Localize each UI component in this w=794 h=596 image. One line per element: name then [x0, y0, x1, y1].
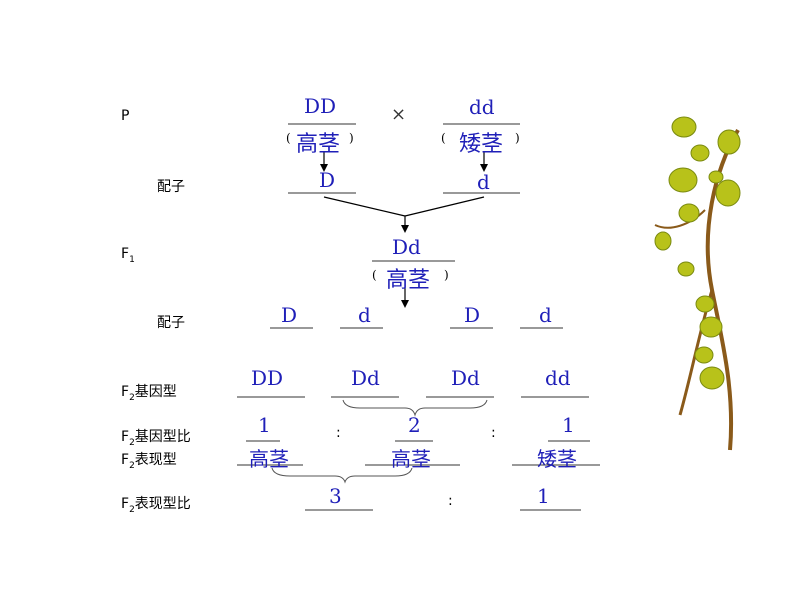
parent-left-phenotype: 高茎	[296, 132, 341, 157]
f2-genotype: Dd	[451, 366, 480, 390]
parent-left-genotype: DD	[304, 94, 337, 118]
vine-decoration	[654, 116, 741, 451]
braces	[271, 399, 488, 484]
f2-genotype: DD	[251, 366, 284, 390]
paren-close: )	[349, 131, 354, 145]
paren-open: (	[286, 131, 291, 145]
f2-genotype-ratio-value: 1	[562, 413, 575, 437]
f2-genotype-ratio-label: F2基因型比	[121, 429, 191, 448]
paren-open: (	[372, 268, 377, 282]
answer-underlines	[237, 123, 600, 511]
arrow-heads	[320, 164, 488, 308]
p-label: P	[121, 108, 130, 124]
f2-phenotype-ratio-value: 1	[537, 484, 550, 508]
paren-close: )	[444, 268, 449, 282]
f2-genotype-ratio-value: 2	[408, 413, 421, 437]
f2-phenotype-ratio-value: 3	[329, 484, 342, 508]
f1-gamete: d	[358, 303, 371, 327]
f1-gamete: d	[539, 303, 552, 327]
f2-phenotype: 高茎	[391, 447, 431, 471]
ratio-colon: :	[448, 493, 453, 509]
parent-gamete-label: 配子	[157, 179, 185, 195]
parent-right-phenotype: 矮茎	[459, 132, 504, 157]
ratio-colon: :	[336, 425, 341, 441]
paren-open: (	[441, 131, 446, 145]
f2-genotype: dd	[545, 366, 571, 390]
cross-arrows	[323, 152, 485, 301]
ratio-colon: :	[491, 425, 496, 441]
f1-gamete-label: 配子	[157, 315, 185, 331]
f2-genotype-ratio-value: 1	[258, 413, 271, 437]
paren-close: )	[515, 131, 520, 145]
parent-gamete-right: d	[477, 170, 490, 194]
f1-gamete: D	[464, 303, 481, 327]
f2-genotype-label: F2基因型	[121, 384, 177, 403]
cross-symbol: ×	[391, 104, 407, 125]
f2-phenotype: 矮茎	[537, 447, 577, 471]
f2-phenotype-label: F2表现型	[121, 452, 177, 471]
f2-phenotype-ratio-label: F2表现型比	[121, 496, 191, 515]
f1-label: F1	[121, 246, 135, 265]
f2-phenotype: 高茎	[249, 447, 289, 471]
f1-gamete: D	[281, 303, 298, 327]
f1-genotype: Dd	[392, 235, 421, 259]
f2-genotype: Dd	[351, 366, 380, 390]
parent-right-genotype: dd	[469, 95, 495, 119]
parent-gamete-left: D	[319, 168, 336, 192]
f1-phenotype: 高茎	[386, 268, 431, 293]
